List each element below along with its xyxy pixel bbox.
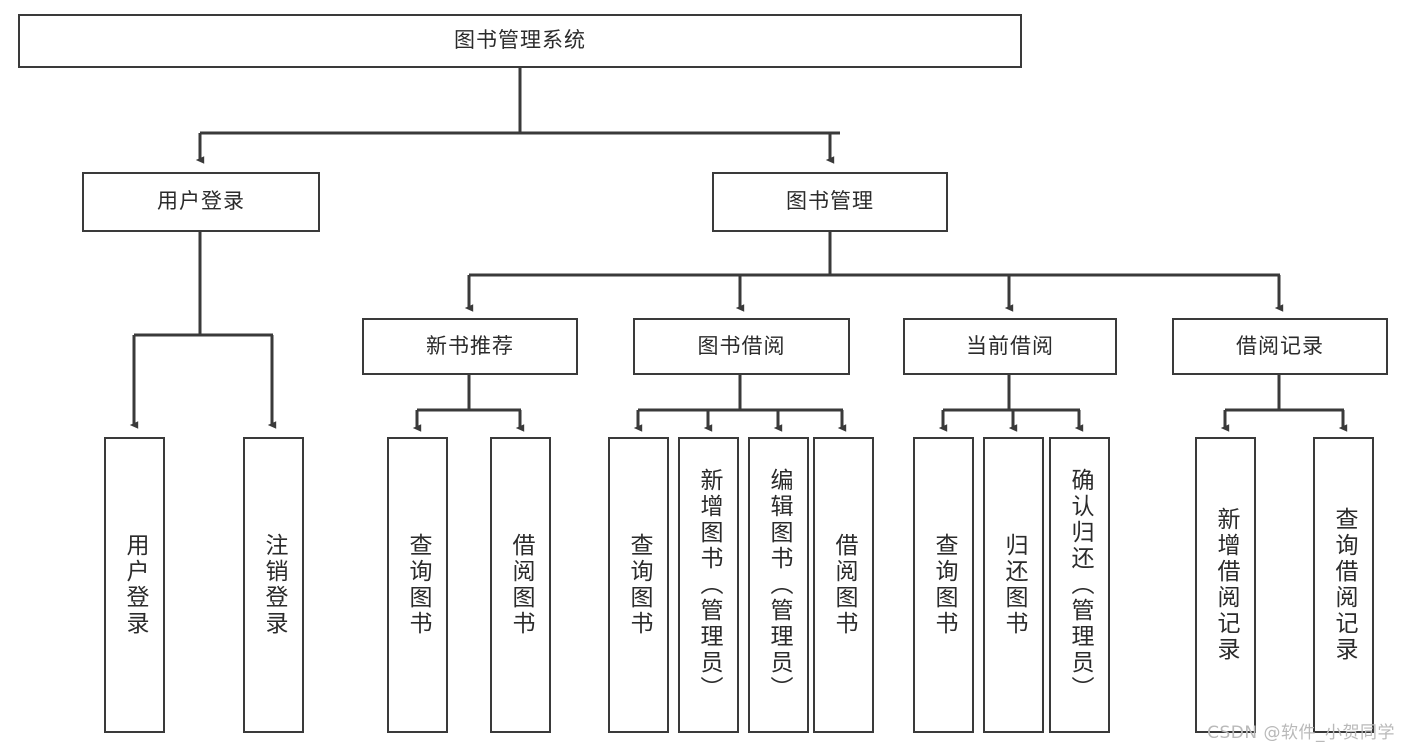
- node-leaf-confirm-return-label: 确认归还（管理员）: [1067, 468, 1093, 702]
- node-leaf-borrow-book-1-label: 借阅图书: [508, 533, 534, 637]
- node-current-borrow[interactable]: 当前借阅: [903, 318, 1117, 375]
- node-leaf-return-book-label: 归还图书: [1001, 533, 1027, 637]
- node-book-management-label: 图书管理: [786, 189, 874, 214]
- node-leaf-query-record[interactable]: 查询借阅记录: [1313, 437, 1374, 733]
- node-leaf-user-login-label: 用户登录: [122, 533, 148, 637]
- node-leaf-logout-login[interactable]: 注销登录: [243, 437, 304, 733]
- node-leaf-borrow-book-2-label: 借阅图书: [831, 533, 857, 637]
- node-leaf-query-book-1-label: 查询图书: [405, 533, 431, 637]
- node-root-label: 图书管理系统: [454, 28, 586, 53]
- node-leaf-borrow-book-1[interactable]: 借阅图书: [490, 437, 551, 733]
- node-new-book-recommend[interactable]: 新书推荐: [362, 318, 578, 375]
- node-leaf-query-record-label: 查询借阅记录: [1331, 507, 1357, 663]
- node-root[interactable]: 图书管理系统: [18, 14, 1022, 68]
- node-leaf-user-login[interactable]: 用户登录: [104, 437, 165, 733]
- node-leaf-edit-book-label: 编辑图书（管理员）: [766, 468, 792, 702]
- node-leaf-edit-book[interactable]: 编辑图书（管理员）: [748, 437, 809, 733]
- node-book-management[interactable]: 图书管理: [712, 172, 948, 232]
- node-leaf-add-book-label: 新增图书（管理员）: [696, 468, 722, 702]
- node-leaf-return-book[interactable]: 归还图书: [983, 437, 1044, 733]
- node-leaf-query-book-3[interactable]: 查询图书: [913, 437, 974, 733]
- node-book-borrow-label: 图书借阅: [697, 333, 786, 358]
- node-new-book-recommend-label: 新书推荐: [426, 333, 514, 358]
- node-user-login[interactable]: 用户登录: [82, 172, 320, 232]
- node-leaf-query-book-2-label: 查询图书: [626, 533, 652, 637]
- node-borrow-record-label: 借阅记录: [1236, 333, 1324, 358]
- node-leaf-borrow-book-2[interactable]: 借阅图书: [813, 437, 874, 733]
- node-leaf-query-book-3-label: 查询图书: [931, 533, 957, 637]
- node-leaf-query-book-2[interactable]: 查询图书: [608, 437, 669, 733]
- node-leaf-query-book-1[interactable]: 查询图书: [387, 437, 448, 733]
- node-book-borrow[interactable]: 图书借阅: [633, 318, 850, 375]
- node-user-login-label: 用户登录: [157, 189, 245, 214]
- node-borrow-record[interactable]: 借阅记录: [1172, 318, 1388, 375]
- node-leaf-confirm-return[interactable]: 确认归还（管理员）: [1049, 437, 1110, 733]
- node-leaf-add-book[interactable]: 新增图书（管理员）: [678, 437, 739, 733]
- node-current-borrow-label: 当前借阅: [966, 333, 1054, 358]
- node-leaf-add-record[interactable]: 新增借阅记录: [1195, 437, 1256, 733]
- node-leaf-add-record-label: 新增借阅记录: [1213, 507, 1239, 663]
- node-leaf-logout-login-label: 注销登录: [261, 533, 287, 637]
